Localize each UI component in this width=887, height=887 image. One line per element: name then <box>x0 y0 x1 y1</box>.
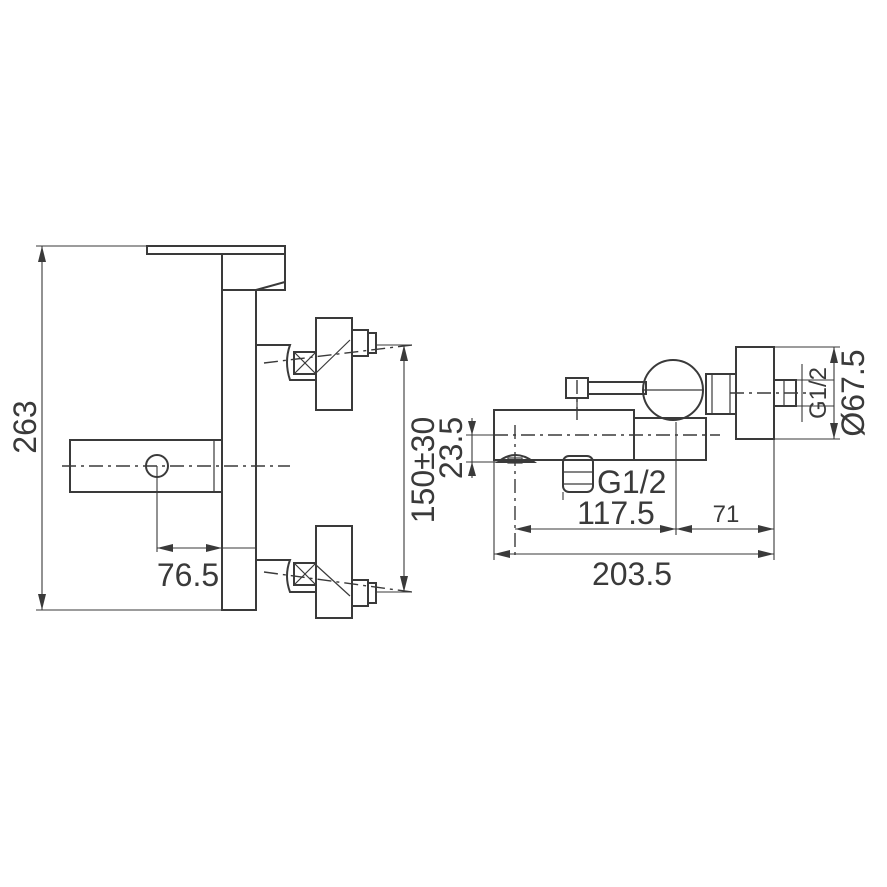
label-handle-offset: 76.5 <box>157 557 219 593</box>
front-view: 263 76.5 150±30 <box>7 245 441 619</box>
side-view: 23.5 G1/2 117.5 71 203.5 <box>433 346 871 592</box>
label-inlet-offset: 71 <box>713 501 740 528</box>
dim-handle-offset <box>157 544 257 610</box>
label-body-length: 117.5 <box>577 495 655 531</box>
top-lever-handle <box>146 245 286 291</box>
dim-body-length <box>515 422 677 535</box>
dim-inlet-offset <box>676 439 775 560</box>
dim-overall-depth <box>493 460 774 560</box>
mixer-body-column <box>221 289 257 611</box>
dim-inlet-thread <box>796 364 834 422</box>
union-nut <box>705 373 737 415</box>
dim-overall-height <box>36 245 222 611</box>
dim-escutcheon-diameter <box>774 346 840 440</box>
upper-inlet-connector <box>256 317 413 411</box>
label-spout-offset: 23.5 <box>433 417 469 479</box>
side-lever-arm <box>587 381 647 395</box>
label-inlet-thread: G1/2 <box>805 367 832 419</box>
lower-inlet-connector <box>256 525 413 619</box>
dim-inlet-spacing <box>376 344 412 593</box>
spout-aerator <box>495 454 538 463</box>
label-overall-height: 263 <box>7 400 43 453</box>
diverter-knob <box>562 455 594 493</box>
label-escutcheon-diameter: Ø67.5 <box>835 349 871 436</box>
dim-spout-offset <box>466 418 500 478</box>
label-spout-thread: G1/2 <box>597 464 666 500</box>
label-inlet-spacing: 150±30 <box>405 417 441 524</box>
label-overall-depth: 203.5 <box>592 556 672 592</box>
top-lever-base <box>222 253 286 291</box>
